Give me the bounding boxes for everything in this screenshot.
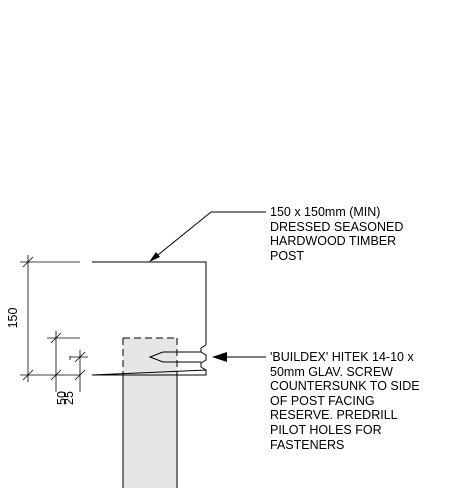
dim-150-tick-bottom [22,369,34,381]
screw-note-arrowhead [212,352,227,362]
screw-note-line: RESERVE. PREDRILL [270,408,398,423]
dim-50-tick-bottom [50,369,62,381]
dim-25-label: 25 [62,391,76,405]
dim-150-label: 150 [6,308,20,329]
post-note-line: HARDWOOD TIMBER [270,234,397,249]
screw-note-line: FASTENERS [270,437,345,452]
countersink-notch [200,344,207,371]
screw-note-line: 50mm GLAV. SCREW [270,364,393,379]
post-note: 150 x 150mm (MIN) DRESSED SEASONED HARDW… [270,205,403,263]
post-note-line: POST [270,248,305,263]
timber-post-outline [91,261,207,376]
screw-body [148,351,201,363]
post-note-line: 150 x 150mm (MIN) [270,205,381,219]
screw-note-line: OF POST FACING [270,393,375,408]
screw-note-line: COUNTERSUNK TO SIDE [270,379,420,394]
screw-note-line: PILOT HOLES FOR [270,422,382,437]
dim-25-tick-top [74,351,86,363]
post-note-arrowhead [149,252,160,262]
screw-note-line: 'BUILDEX' HITEK 14-10 x [270,350,414,364]
post-note-line: DRESSED SEASONED [270,219,404,234]
lower-post-fill [123,375,177,488]
dim-50-tick-top [50,332,62,344]
dim-150-tick-top [22,256,34,268]
screw-note: 'BUILDEX' HITEK 14-10 x 50mm GLAV. SCREW… [270,350,420,452]
post-note-leader-diagonal [152,211,212,260]
dim-25-tick-bottom [74,369,86,381]
dim-50-label: 50 [55,391,69,405]
